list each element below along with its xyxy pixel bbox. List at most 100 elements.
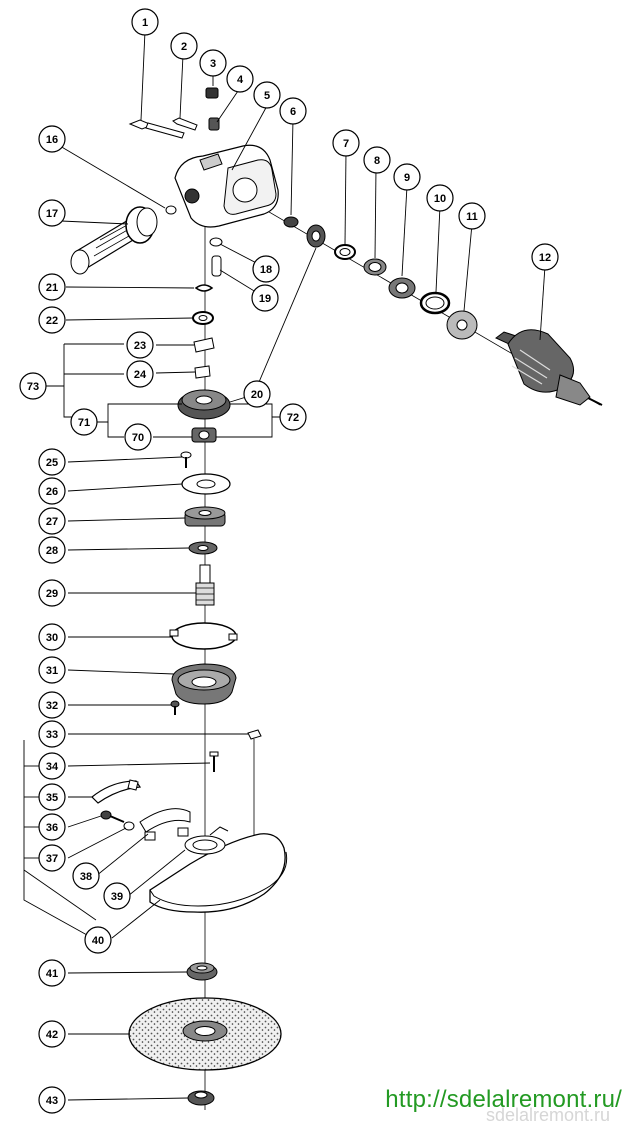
- callout-circle: [226, 65, 254, 93]
- callout-circle: [458, 202, 486, 230]
- part-callout-34: 34: [38, 752, 66, 780]
- callout-circle: [38, 273, 66, 301]
- part-callout-41: 41: [38, 959, 66, 987]
- callout-number: 24: [134, 369, 147, 381]
- watermark-ghost-text: sdelalremont.ru: [485, 1105, 610, 1125]
- callout-number: 10: [434, 193, 446, 205]
- part-6-pinion: [283, 216, 299, 228]
- part-41-inner-flange: [186, 962, 218, 981]
- part-callout-33: 33: [38, 720, 66, 748]
- callout-number: 4: [237, 74, 244, 86]
- callout-number: 17: [46, 208, 58, 220]
- callout-circle: [253, 81, 281, 109]
- part-17-side-handle: [70, 206, 158, 275]
- part-callout-20: 20: [243, 380, 271, 408]
- part-callout-43: 43: [38, 1086, 66, 1114]
- callout-circle: [38, 1086, 66, 1114]
- part-callout-26: 26: [38, 477, 66, 505]
- part-callout-11: 11: [458, 202, 486, 230]
- part-40-wheel-guard: [149, 826, 288, 913]
- callout-number: 6: [290, 106, 296, 118]
- callout-circle: [38, 656, 66, 684]
- part-5-gear-housing: [174, 144, 279, 228]
- callout-number: 31: [46, 665, 58, 677]
- part-21-clip: [194, 284, 214, 292]
- part-9-bearing: [388, 277, 416, 299]
- callout-circle: [251, 284, 279, 312]
- callout-circle: [199, 49, 227, 77]
- callout-circle: [38, 623, 66, 651]
- callout-number: 72: [287, 412, 299, 424]
- callout-circle: [38, 720, 66, 748]
- part-callout-40: 40: [84, 926, 112, 954]
- part-callout-70: 70: [124, 423, 152, 451]
- callout-number: 20: [251, 389, 263, 401]
- part-1-bolt: [128, 119, 185, 139]
- part-callout-8: 8: [363, 146, 391, 174]
- part-71-bevel-gear: [177, 389, 231, 420]
- part-38-clamp: [139, 808, 191, 841]
- callout-circle: [38, 536, 66, 564]
- callout-number: 40: [92, 935, 104, 947]
- part-callout-3: 3: [199, 49, 227, 77]
- callout-number: 33: [46, 729, 58, 741]
- callout-number: 7: [343, 138, 349, 150]
- callout-circle: [332, 129, 360, 157]
- callout-number: 30: [46, 632, 58, 644]
- part-20-pinion-gear: [306, 224, 326, 248]
- callout-circle: [38, 507, 66, 535]
- callout-number: 26: [46, 486, 58, 498]
- callout-circle: [38, 477, 66, 505]
- callout-number: 73: [27, 381, 39, 393]
- part-12-armature: [495, 329, 603, 406]
- part-19-pin: [211, 255, 222, 277]
- part-24-spring: [194, 365, 211, 379]
- callout-circle: [126, 331, 154, 359]
- callout-number: 29: [46, 588, 58, 600]
- part-42-grinding-wheel: [128, 997, 282, 1071]
- callout-number: 28: [46, 545, 58, 557]
- source-url-watermark[interactable]: http://sdelalremont.ru/: [385, 1086, 622, 1113]
- callout-number: 22: [46, 315, 58, 327]
- callout-circle: [38, 1020, 66, 1048]
- part-callout-25: 25: [38, 448, 66, 476]
- part-29-spindle: [195, 564, 215, 606]
- part-8-bearing: [363, 258, 387, 276]
- part-callout-24: 24: [126, 360, 154, 388]
- callout-number: 11: [466, 211, 478, 223]
- callout-circle: [38, 813, 66, 841]
- callout-number: 43: [46, 1095, 58, 1107]
- callout-circle: [38, 783, 66, 811]
- part-callout-30: 30: [38, 623, 66, 651]
- part-callout-9: 9: [393, 163, 421, 191]
- callout-number: 35: [46, 792, 58, 804]
- callout-number: 2: [181, 41, 187, 53]
- part-callout-27: 27: [38, 507, 66, 535]
- part-16-washer: [165, 205, 177, 215]
- callout-circle: [531, 243, 559, 271]
- callout-number: 32: [46, 700, 58, 712]
- callout-circle: [126, 360, 154, 388]
- part-callouts: 1234567891011121617181920212223242526272…: [19, 8, 559, 1114]
- part-callout-73: 73: [19, 372, 47, 400]
- part-31-bearing-box: [171, 663, 237, 705]
- part-callout-36: 36: [38, 813, 66, 841]
- leader-lines: [23, 30, 546, 1101]
- callout-circle: [38, 959, 66, 987]
- callout-circle: [38, 306, 66, 334]
- callout-circle: [38, 448, 66, 476]
- callout-number: 23: [134, 340, 146, 352]
- callout-number: 18: [260, 264, 272, 276]
- part-70-bearing: [191, 427, 217, 443]
- callout-number: 70: [132, 432, 144, 444]
- callout-circle: [70, 408, 98, 436]
- part-callout-7: 7: [332, 129, 360, 157]
- callout-circle: [103, 882, 131, 910]
- part-callout-17: 17: [38, 199, 66, 227]
- part-callout-16: 16: [38, 125, 66, 153]
- callout-circle: [38, 752, 66, 780]
- callout-circle: [124, 423, 152, 451]
- part-11-flange: [446, 310, 478, 340]
- part-callout-5: 5: [253, 81, 281, 109]
